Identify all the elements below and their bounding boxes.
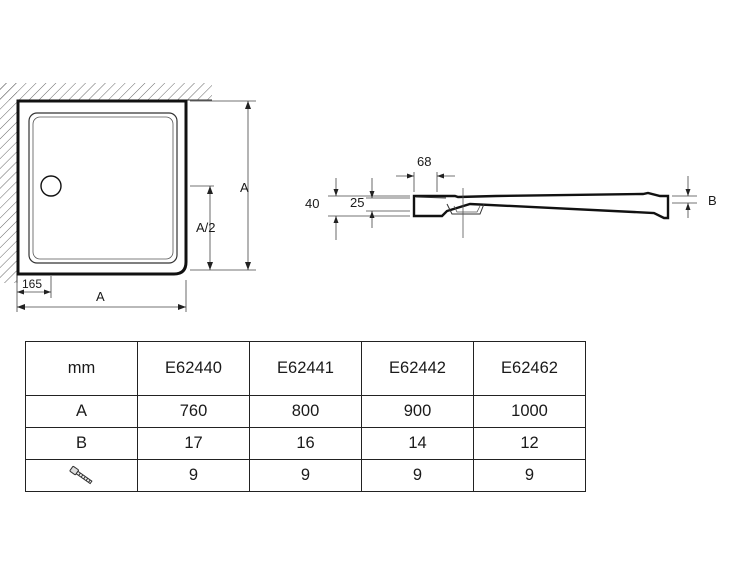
tray-outline (16, 99, 188, 276)
table-cell: 9 (249, 459, 362, 492)
section-view: 68 40 25 B (305, 154, 717, 240)
table-row: A 760 800 900 1000 (25, 395, 586, 428)
table-cell: 17 (137, 427, 250, 460)
drain-section-inner (453, 205, 481, 213)
dim-half-arrow-top (207, 186, 213, 194)
header-cell-model: E62462 (473, 341, 586, 396)
dim-165-arrow-left (17, 289, 24, 295)
dim-68-label: 68 (417, 154, 431, 169)
dim-b-arrow-bottom (685, 203, 691, 210)
dim-a-arrow-top (245, 101, 251, 109)
dim-a-arrow-left (17, 304, 25, 310)
dim-165-label: 165 (22, 277, 42, 291)
dim-25-arrow-top (369, 191, 375, 198)
technical-drawing: A A/2 A 165 68 (0, 83, 717, 312)
drain-section (446, 203, 485, 215)
header-cell-unit: mm (25, 341, 138, 396)
dim-165-arrow-right (44, 289, 51, 295)
table-cell: 760 (137, 395, 250, 428)
table-cell: 16 (249, 427, 362, 460)
table-row: B 17 16 14 12 (25, 427, 586, 460)
row-label-a: A (25, 395, 138, 428)
table-row: 9 9 9 9 (25, 459, 586, 492)
table-cell: 1000 (473, 395, 586, 428)
header-cell-model: E62441 (249, 341, 362, 396)
dim-40-arrow-top (333, 189, 339, 196)
dim-a-arrow-bottom (245, 262, 251, 270)
dim-25-arrow-bottom (369, 211, 375, 218)
wall-hatch-left (0, 83, 17, 283)
table-cell: 14 (361, 427, 474, 460)
table-cell: 9 (137, 459, 250, 492)
dim-half-label: A/2 (196, 220, 216, 235)
table-cell: 12 (473, 427, 586, 460)
row-label-bolt (25, 459, 138, 492)
spec-table: mm E62440 E62441 E62442 E62462 A 760 800… (25, 341, 586, 492)
tray-basin-inner (32, 116, 174, 260)
drain-circle (40, 175, 62, 197)
tray-section-top-edge (415, 196, 447, 199)
dim-68-arrow-left (407, 173, 414, 179)
bolt-icon (69, 465, 93, 484)
row-label-b: B (25, 427, 138, 460)
dim-a-label-horizontal: A (96, 289, 105, 304)
table-header-row: mm E62440 E62441 E62442 E62462 (25, 341, 586, 396)
dim-25-label: 25 (350, 195, 364, 210)
wall-hatch-top (0, 83, 212, 100)
plan-view: A A/2 A 165 (0, 83, 256, 312)
tray-basin (28, 112, 178, 264)
dim-68-arrow-right (437, 173, 444, 179)
dim-40-arrow-bottom (333, 216, 339, 223)
header-cell-model: E62442 (361, 341, 474, 396)
header-cell-model: E62440 (137, 341, 250, 396)
table-cell: 9 (473, 459, 586, 492)
dim-b-label: B (708, 193, 717, 208)
dim-40-label: 40 (305, 196, 319, 211)
table-cell: 800 (249, 395, 362, 428)
table-cell: 900 (361, 395, 474, 428)
dim-half-arrow-bottom (207, 262, 213, 270)
dim-a-arrow-right (178, 304, 186, 310)
dim-b-arrow-top (685, 189, 691, 196)
table-cell: 9 (361, 459, 474, 492)
tray-section-profile (412, 191, 670, 220)
dim-a-label-vertical: A (240, 180, 249, 195)
